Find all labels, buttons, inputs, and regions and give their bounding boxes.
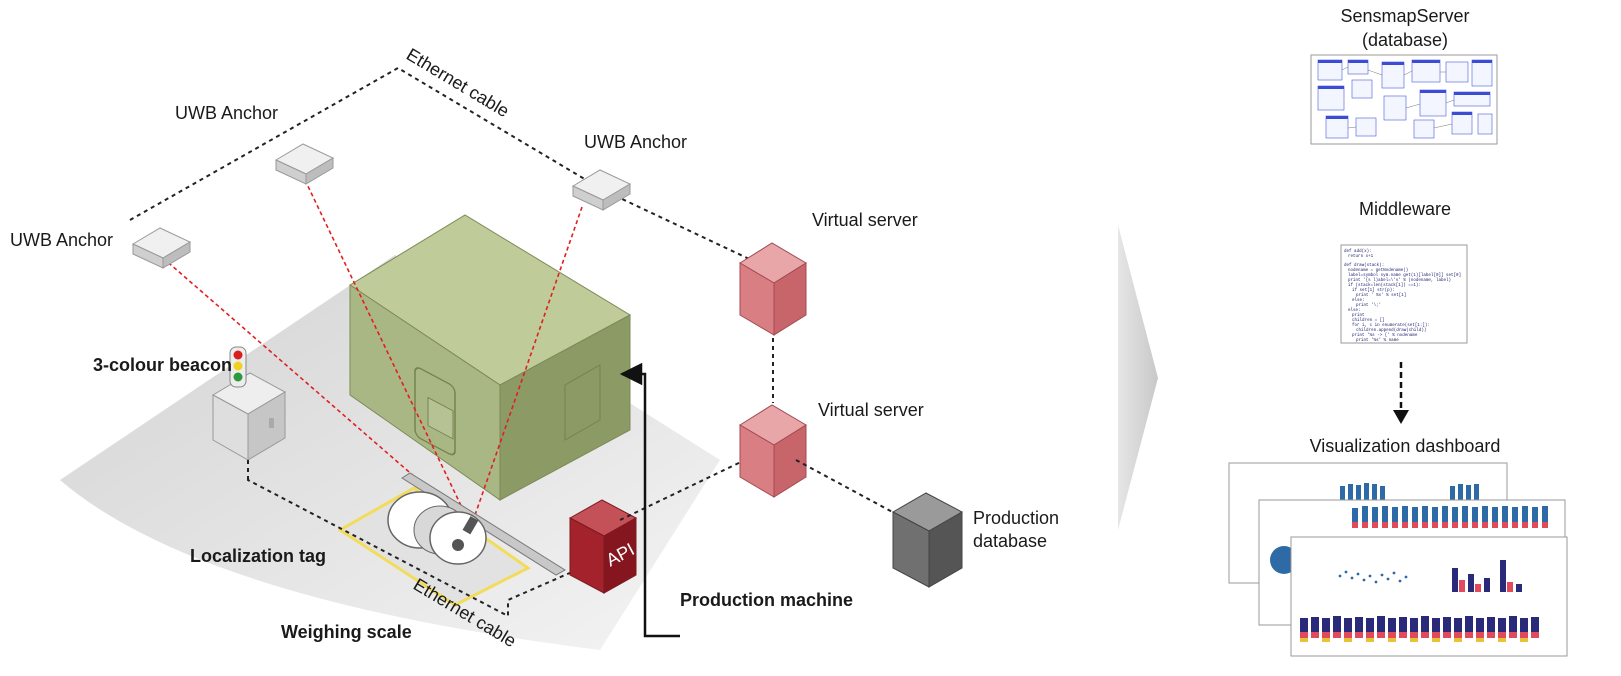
conveyor-rail (401, 472, 566, 576)
middleware-arrow-head (1393, 410, 1409, 424)
machine-door (414, 367, 456, 456)
svg-text:print '%s -> {' % nodename: print '%s -> {' % nodename (1352, 333, 1418, 338)
middleware-code-thumbnail: def add(x): return x+1 def draw(stack): … (1340, 244, 1468, 344)
svg-text:if (stack=len(stack[1]) ==1):: if (stack=len(stack[1]) ==1): (1348, 283, 1421, 288)
production-database-label-1: Production (973, 508, 1059, 528)
svg-text:if set[1] str(p):: if set[1] str(p): (1352, 288, 1395, 293)
svg-text:print '{s l)abel=\'s' % (no: print '{s l)abel=\'s' % (nodename, label… (1348, 278, 1451, 283)
beacon-label: 3-colour beacon (93, 355, 232, 375)
ethernet-cable-bottom (247, 478, 573, 618)
production-machine-label: Production machine (680, 590, 853, 610)
beacon-control-box (211, 372, 287, 461)
svg-text:print: print (1352, 313, 1365, 318)
uwb-anchor-1 (131, 227, 192, 269)
localization-tag (462, 516, 479, 535)
uwb-anchor-label-2: UWB Anchor (175, 103, 278, 123)
ethernet-cable-top (129, 66, 763, 266)
machine-window (427, 396, 454, 440)
server-to-db-link (795, 459, 899, 516)
svg-text:children.append(draw(child)): children.append(draw(child)) (1356, 328, 1426, 333)
uwb-anchor-label-3: UWB Anchor (584, 132, 687, 152)
production-machine (349, 214, 632, 501)
svg-text:nodename = getNodename(): nodename = getNodename() (1348, 268, 1408, 273)
svg-text:for i, c in enumerate(set[1:]): for i, c in enumerate(set[1:]): (1352, 323, 1430, 328)
virtual-server-1 (739, 242, 807, 336)
database-schema-thumbnail (1310, 54, 1498, 145)
api-server: API (568, 499, 638, 594)
virtual-server-label-2: Virtual server (818, 400, 924, 420)
virtual-server-label-1: Virtual server (812, 210, 918, 230)
svg-text:return x+1: return x+1 (1348, 255, 1374, 259)
localization-tag-label: Localization tag (190, 546, 326, 566)
svg-text:def add(x):: def add(x): (1344, 249, 1372, 254)
machine-panel (564, 364, 601, 441)
uwb-anchor-3 (571, 169, 632, 211)
sensmap-server-title: SensmapServer (1340, 6, 1469, 26)
svg-text:else:: else: (1352, 298, 1365, 303)
svg-text:children = []: children = [] (1352, 318, 1385, 323)
flow-chevron (1118, 225, 1158, 530)
dashboard-thumbnails (1228, 462, 1568, 657)
virtual-server-2 (739, 404, 807, 498)
factory-floor (60, 255, 720, 650)
svg-text:else:: else: (1348, 308, 1361, 313)
three-colour-beacon (229, 346, 247, 388)
svg-text:print '%s' % name: print '%s' % name (1356, 338, 1399, 343)
middleware-title: Middleware (1359, 199, 1451, 219)
ethernet-cable-top-label: Ethernet cable (403, 44, 513, 121)
weighing-scale-label: Weighing scale (281, 622, 412, 642)
svg-text:print ' %s' % set[1]: print ' %s' % set[1] (1356, 293, 1406, 298)
uwb-anchor-2 (274, 143, 335, 185)
production-database (891, 492, 964, 588)
production-database-label-2: database (973, 531, 1047, 551)
svg-text:def draw(stack):: def draw(stack): (1344, 263, 1384, 268)
svg-text:label=symbol sym.name get(1)[l: label=symbol sym.name get(1)[label[0]] s… (1348, 273, 1461, 278)
sensmap-server-subtitle: (database) (1362, 30, 1448, 50)
svg-text:print '\;': print '\;' (1356, 303, 1381, 308)
production-machine-pointer (619, 362, 680, 638)
dashboard-title: Visualization dashboard (1310, 436, 1501, 456)
api-to-server-link (619, 459, 746, 521)
uwb-anchor-label-1: UWB Anchor (10, 230, 113, 250)
